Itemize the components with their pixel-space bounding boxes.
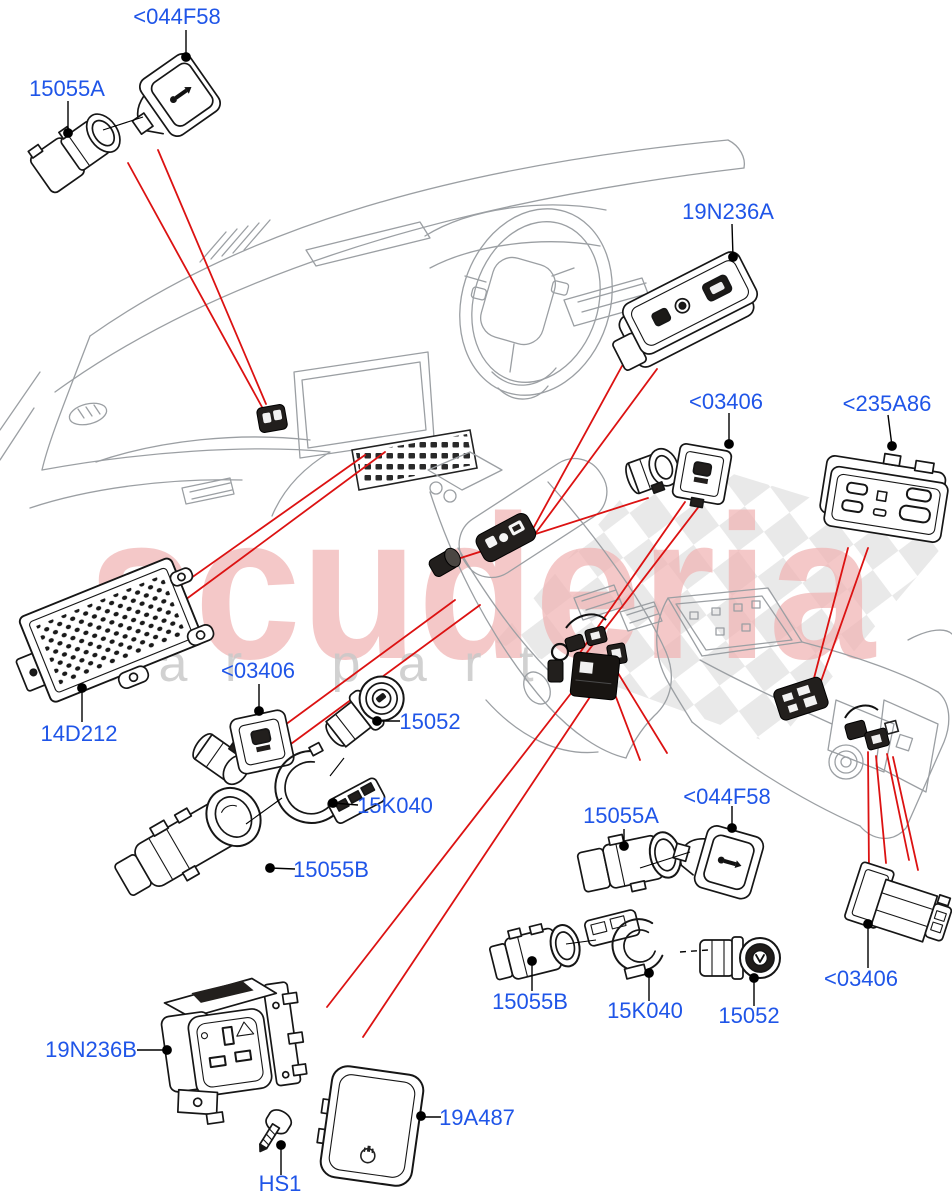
part-label-03406-mid-left[interactable]: <03406 [220, 658, 296, 683]
center-console-drawing [427, 451, 672, 759]
part-label-03406-upper-right[interactable]: <03406 [688, 389, 764, 414]
part-label-hs1[interactable]: HS1 [258, 1171, 302, 1196]
dash-switch-drawing [256, 404, 288, 433]
part-03406-upper-drawing [625, 442, 733, 509]
part-15055b-mid-drawing [114, 786, 262, 896]
part-label-15055a-top[interactable]: 15055A [29, 76, 105, 101]
part-label-19n236a[interactable]: 19N236A [682, 199, 774, 224]
console-rear-connectors-drawing [547, 613, 628, 701]
part-044f58-bottom-drawing [672, 825, 765, 900]
part-label-15k040-bottom[interactable]: 15K040 [607, 998, 683, 1023]
dashboard-drawing [0, 139, 746, 517]
part-19n236a-drawing [612, 251, 759, 371]
part-label-15055b-mid[interactable]: 15055B [293, 857, 369, 882]
part-label-044f58-bottom[interactable]: <044F58 [683, 784, 771, 809]
part-label-14d212[interactable]: 14D212 [40, 721, 118, 746]
part-label-15k040-mid[interactable]: 15K040 [357, 793, 433, 818]
part-label-15052-mid[interactable]: 15052 [399, 709, 461, 734]
console-switch-drawing [475, 512, 537, 563]
part-label-03406-bottom-right[interactable]: <03406 [823, 966, 899, 991]
part-hs1-screw-drawing [259, 1109, 293, 1153]
part-14d212-drawing [15, 557, 215, 703]
part-15k040-bottom-drawing [584, 909, 664, 980]
part-label-235a86[interactable]: <235A86 [842, 391, 932, 416]
part-label-15052-bottom[interactable]: 15052 [718, 1003, 780, 1028]
part-label-19a487[interactable]: 19A487 [439, 1105, 515, 1130]
part-15055b-bottom-drawing [488, 923, 581, 981]
part-label-19n236b[interactable]: 19N236B [45, 1037, 137, 1062]
label-leader-lines [63, 30, 897, 1175]
part-044f58-top-drawing [131, 53, 221, 137]
armrest-connectors-drawing [844, 704, 900, 751]
part-15052-bottom-drawing [699, 936, 781, 980]
part-label-15055b-bottom[interactable]: 15055B [492, 989, 568, 1014]
armrest-switch-drawing [773, 676, 829, 721]
part-label-15055a-bottom[interactable]: 15055A [583, 803, 659, 828]
part-19a487-drawing [316, 1065, 425, 1187]
part-03406-mid-drawing [192, 709, 295, 786]
dash-keypad-drawing [351, 429, 478, 491]
part-15055a-bottom-drawing [576, 831, 682, 893]
part-15052-mid-drawing [325, 675, 405, 748]
console-lighter-socket-drawing [428, 547, 461, 577]
part-03406-bottom-drawing [844, 861, 952, 943]
rear-console-drawing [656, 587, 952, 839]
red-locator-lines [127, 149, 919, 1038]
part-235a86-drawing [819, 452, 949, 543]
part-15055a-top-drawing [27, 113, 121, 194]
part-19n236b-drawing [160, 977, 308, 1125]
part-label-044f58-top[interactable]: <044F58 [133, 4, 221, 29]
